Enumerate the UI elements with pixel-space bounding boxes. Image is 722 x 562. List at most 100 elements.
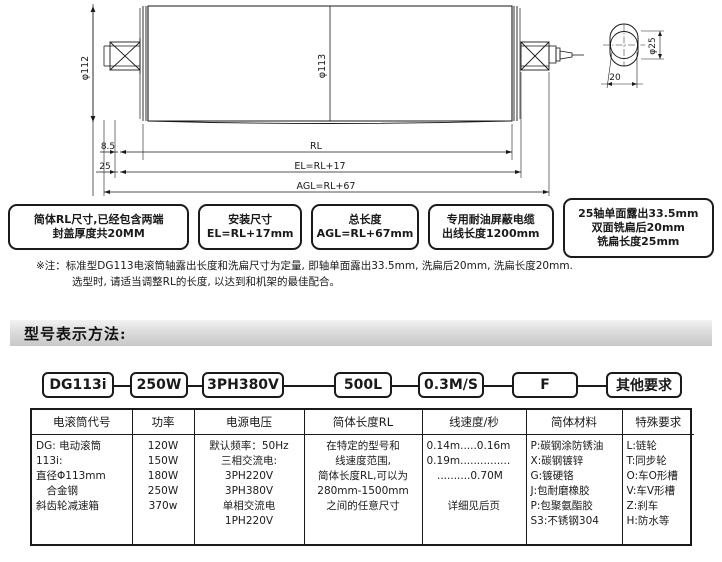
table-header-cell: 简体长度RL bbox=[304, 410, 423, 435]
cell-line: 斜齿轮减速箱 bbox=[36, 499, 99, 512]
cell-line: J:包耐磨橡胶 bbox=[530, 484, 590, 497]
cell-line: 线速度范围, bbox=[335, 454, 391, 467]
model-code-item-material: F bbox=[512, 372, 578, 398]
cell-line: V:车V形槽 bbox=[626, 484, 676, 497]
cell-line: 0.14m.....0.16m bbox=[426, 440, 511, 452]
model-code-connector bbox=[114, 385, 130, 387]
model-code-label: F bbox=[540, 377, 550, 393]
cell-line: DG: 电动滚筒 bbox=[36, 440, 102, 452]
table-cell-material: P:碳钢涂防锈油 X:碳钢镀锌 G:镀硬铬 J:包耐磨橡胶 P:包聚氨酯胶 S3… bbox=[526, 434, 623, 544]
table-body-row: DG: 电动滚筒 113i: 直径Φ113mm 合金钢 斜齿轮减速箱 120W … bbox=[32, 434, 694, 545]
model-code-connector bbox=[578, 385, 606, 387]
cell-line: O:车O形槽 bbox=[626, 469, 678, 482]
model-code-label: DG113i bbox=[49, 377, 107, 393]
cell-line: 250W bbox=[147, 484, 179, 497]
note-block: ※注：标准型DG113电滚筒轴露出长度和洗扁尺寸为定量, 即轴单面露出33.5m… bbox=[0, 258, 722, 291]
spec-callout-line: 25轴单面露出33.5mm bbox=[578, 207, 699, 221]
model-code-item-special: 其他要求 bbox=[606, 372, 682, 398]
model-code-label: 其他要求 bbox=[616, 378, 672, 394]
table-cell-drum-code: DG: 电动滚筒 113i: 直径Φ113mm 合金钢 斜齿轮减速箱 bbox=[32, 434, 133, 544]
spec-callout-box-cable: 专用耐油屏蔽电缆 出线长度1200mm bbox=[427, 204, 554, 250]
cell-line: ..........0.70M bbox=[426, 469, 503, 482]
table-header-cell: 简体材料 bbox=[526, 410, 623, 435]
cell-line: 默认频率：50Hz bbox=[209, 440, 289, 452]
cell-line bbox=[427, 484, 522, 499]
spec-callout-line: 封盖厚度共20MM bbox=[52, 227, 145, 240]
cell-line: 合金钢 bbox=[36, 484, 78, 497]
model-code-connector bbox=[392, 385, 418, 387]
dim-label-phi112: φ112 bbox=[80, 56, 91, 80]
cell-line: 单相交流电 bbox=[222, 499, 276, 512]
spec-callout-line: 简体RL尺寸,已经包含两端 bbox=[33, 213, 164, 227]
cell-line: G:镀硬铬 bbox=[530, 469, 574, 482]
model-code-connector bbox=[284, 385, 334, 387]
model-code-item-speed: 0.3M/S bbox=[418, 372, 484, 398]
cell-line: T:同步轮 bbox=[626, 454, 667, 467]
dim-label-offset-b: 25 bbox=[99, 162, 110, 172]
spec-callout-box-shaft: 25轴单面露出33.5mm 双面铣扁后20mm 铣扁长度25mm bbox=[562, 198, 714, 258]
cell-line: 150W bbox=[147, 454, 179, 467]
spec-callout-line: 铣扁长度25mm bbox=[597, 234, 680, 248]
table-header-cell: 线速度/秒 bbox=[422, 410, 527, 435]
spec-callout-line: 安装尺寸 bbox=[228, 213, 273, 227]
model-code-item-length: 500L bbox=[334, 372, 392, 398]
table-cell-voltage: 默认频率：50Hz 三相交流电: 3PH220V 3PH380V 单相交流电 1… bbox=[194, 434, 305, 544]
spec-callout-line: EL=RL+17mm bbox=[206, 227, 294, 240]
dim-label-el: EL=RL+17 bbox=[294, 161, 345, 172]
model-code-connector bbox=[484, 385, 512, 387]
model-code-label: 250W bbox=[136, 377, 182, 393]
model-code-item-power: 250W bbox=[130, 372, 188, 398]
cell-line: 3PH380V bbox=[224, 484, 274, 497]
note-line-1: ※注：标准型DG113电滚筒轴露出长度和洗扁尺寸为定量, 即轴单面露出33.5m… bbox=[36, 260, 573, 272]
model-code-label: 0.3M/S bbox=[424, 377, 478, 393]
dim-label-detail-phi25: φ25 bbox=[648, 37, 658, 54]
table-header-cell: 电源电压 bbox=[194, 410, 305, 435]
cell-line: X:碳钢镀锌 bbox=[530, 454, 584, 467]
dim-label-offset-a: 8.5 bbox=[101, 142, 115, 152]
spec-callout-line: 专用耐油屏蔽电缆 bbox=[446, 213, 535, 227]
dim-label-rl: RL bbox=[310, 141, 323, 152]
cell-line: 详细见后页 bbox=[426, 499, 500, 512]
spec-callout-box-rl: 简体RL尺寸,已经包含两端 封盖厚度共20MM bbox=[8, 204, 190, 250]
spec-callout-line: 双面铣扁后20mm bbox=[591, 221, 685, 235]
drum-dimension-drawing: φ112 φ113 φ25 20 8.5 25 RL EL=RL+17 AGL=… bbox=[80, 4, 664, 196]
cell-line: 113i: bbox=[36, 454, 63, 467]
cell-line: 370w bbox=[148, 499, 178, 512]
section-title: 型号表示方法: bbox=[24, 324, 127, 343]
section-header-model-code: 型号表示方法: bbox=[10, 320, 712, 346]
cell-line: 280mm-1500mm bbox=[317, 484, 409, 497]
dim-label-agl: AGL=RL+67 bbox=[297, 181, 356, 192]
table-header-cell: 电滚筒代号 bbox=[32, 410, 133, 435]
cell-line: H:防水等 bbox=[626, 514, 670, 527]
table-cell-special: L:链轮 T:同步轮 O:车O形槽 V:车V形槽 Z:刹车 H:防水等 bbox=[622, 435, 694, 545]
table-cell-speed: 0.14m.....0.16m 0.19m............... ...… bbox=[422, 434, 527, 544]
cell-line: 三相交流电: bbox=[220, 454, 278, 467]
dim-label-detail-width: 20 bbox=[609, 73, 621, 83]
table-header-row: 电滚筒代号 功率 电源电压 简体长度RL 线速度/秒 简体材料 特殊要求 bbox=[32, 410, 694, 435]
cell-line: Z:刹车 bbox=[626, 499, 659, 512]
model-code-chain: DG113i 250W 3PH380V 500L 0.3M/S F 其他要求 bbox=[0, 372, 722, 402]
cell-line: 直径Φ113mm bbox=[36, 469, 106, 482]
technical-drawing: φ112 φ113 φ25 20 8.5 25 RL EL=RL+17 AGL=… bbox=[0, 0, 722, 205]
model-code-label: 3PH380V bbox=[207, 377, 279, 393]
note-line-2: 选型时, 请适当调整RL的长度, 以达到和机架的最佳配合。 bbox=[72, 276, 340, 289]
spec-callout-line: 出线长度1200mm bbox=[441, 227, 540, 240]
dim-label-phi113: φ113 bbox=[317, 54, 328, 78]
cell-line: 120W bbox=[147, 440, 179, 452]
cell-line: 180W bbox=[147, 469, 179, 482]
model-code-table: 电滚筒代号 功率 电源电压 简体长度RL 线速度/秒 简体材料 特殊要求 DG:… bbox=[30, 408, 694, 546]
cell-line: 1PH220V bbox=[224, 514, 274, 527]
cell-line: S3:不锈钢304 bbox=[530, 514, 599, 527]
table-cell-power: 120W 150W 180W 250W 370w bbox=[132, 434, 195, 544]
spec-callout-row: 简体RL尺寸,已经包含两端 封盖厚度共20MM 安装尺寸 EL=RL+17mm … bbox=[0, 198, 722, 258]
model-code-label: 500L bbox=[343, 377, 383, 393]
spec-callout-line: AGL=RL+67mm bbox=[316, 227, 414, 240]
spec-callout-box-agl: 总长度 AGL=RL+67mm bbox=[310, 204, 419, 250]
cell-line: 之间的任意尺寸 bbox=[326, 499, 400, 512]
spec-callout-box-el: 安装尺寸 EL=RL+17mm bbox=[198, 204, 302, 250]
table-header-cell: 功率 bbox=[132, 410, 195, 435]
table-cell-length: 在特定的型号和 线速度范围, 简体长度RL,可以为 280mm-1500mm 之… bbox=[304, 434, 423, 544]
table-header-cell: 特殊要求 bbox=[622, 410, 694, 435]
cell-line: P:包聚氨酯胶 bbox=[530, 499, 593, 512]
model-code-connector bbox=[188, 385, 202, 387]
